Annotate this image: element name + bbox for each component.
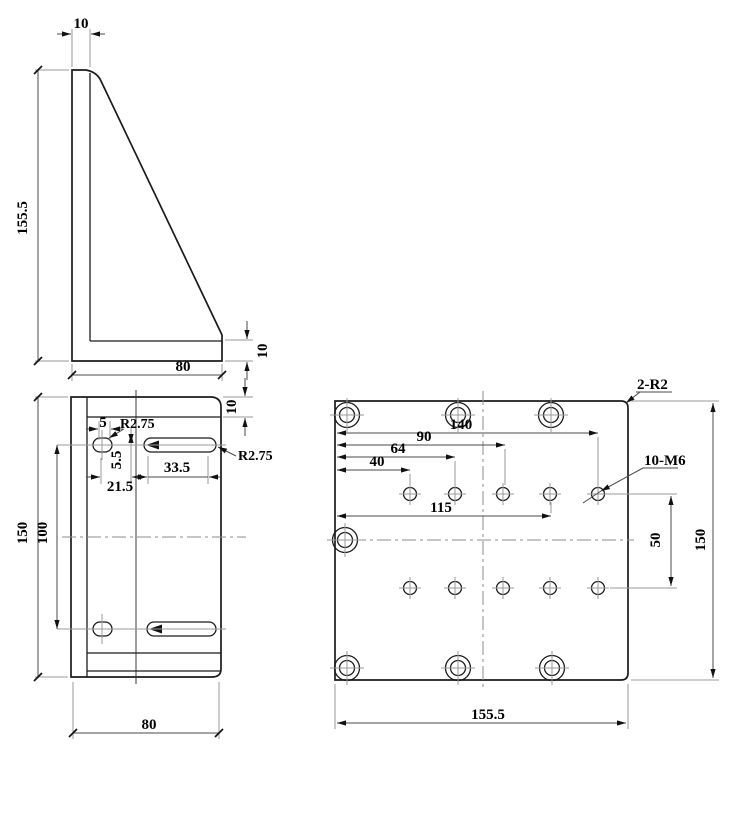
corner-radius-label: 2-R2 [637, 377, 668, 393]
dim-label: 140 [450, 417, 473, 433]
dim-label: 10 [74, 16, 89, 32]
radius-label: R2.75 [238, 449, 273, 464]
tapped-hole [444, 483, 466, 505]
tapped-holes-callout: 10-M6 [582, 453, 686, 504]
tapped-hole [539, 483, 561, 505]
dim-top-thickness: 10 [223, 378, 253, 436]
dim-height: 150 [15, 392, 68, 682]
side-view-outline [71, 69, 223, 362]
dim-label: 33.5 [164, 460, 190, 476]
dim-height: 150 [631, 400, 719, 681]
dim-width: 155.5 [334, 684, 629, 729]
dim-label: 10 [255, 344, 271, 359]
counterbore-hole [330, 398, 364, 432]
tapped-hole [587, 577, 609, 599]
tapped-hole [587, 483, 609, 505]
dim-label: 80 [176, 359, 191, 375]
counterbore-holes [328, 398, 569, 685]
dim-label: 100 [35, 522, 51, 545]
front-view: 150 100 5 R2.75 5.5 [15, 378, 273, 739]
dim-base-thickness: 10 [225, 321, 271, 380]
counterbore-hole [328, 523, 362, 557]
dim-height: 155.5 [15, 65, 69, 366]
dim-label: 21.5 [107, 479, 133, 495]
dim-label: 64 [391, 441, 407, 457]
counterbore-hole [441, 651, 475, 685]
dim-40: 40 [337, 454, 411, 485]
tapped-hole [492, 577, 514, 599]
dim-140: 140 [337, 417, 599, 485]
dim-label: 115 [430, 500, 452, 516]
dim-label: 155.5 [471, 707, 505, 723]
corner-radius-callout: 2-R2 [625, 377, 672, 404]
radius-label: R2.75 [120, 417, 155, 432]
side-view: 10 155.5 10 80 [15, 16, 271, 381]
tapped-holes [399, 483, 609, 599]
plan-view: 140 90 64 40 115 2-R2 [327, 377, 719, 729]
dim-slot-small-length: 5 [86, 415, 123, 440]
radius-callout-small-slot: R2.75 [108, 417, 155, 439]
dim-90: 90 [337, 429, 506, 485]
counterbore-hole [534, 398, 568, 432]
tapped-hole [492, 483, 514, 505]
dim-slot-row-spacing: 100 [35, 445, 60, 629]
dim-64: 64 [337, 441, 456, 485]
dim-base-width: 80 [67, 359, 227, 381]
plate-outline [334, 400, 629, 681]
dim-label: 50 [648, 533, 664, 548]
slots [57, 430, 226, 644]
dim-115: 115 [337, 500, 552, 519]
counterbore-hole [330, 651, 364, 685]
dim-50: 50 [606, 493, 677, 589]
dim-label: 5 [99, 415, 107, 431]
tapped-hole [444, 577, 466, 599]
dim-label: 90 [417, 429, 432, 445]
dim-label: 10 [224, 400, 240, 415]
dim-label: 150 [15, 522, 31, 545]
tapped-hole [539, 577, 561, 599]
counterbore-hole [441, 398, 475, 432]
dim-width: 80 [68, 682, 224, 739]
dim-label: 155.5 [15, 201, 31, 235]
front-view-outline [70, 396, 222, 678]
counterbore-hole [535, 651, 569, 685]
dim-label: 5.5 [109, 451, 125, 470]
dim-slot-vertical-offset: 5.5 [109, 428, 134, 484]
dim-slot-long-length: 33.5 [136, 456, 220, 484]
dim-label: 80 [142, 717, 157, 733]
dim-label: 40 [370, 454, 385, 470]
tapped-hole [399, 577, 421, 599]
tapped-holes-label: 10-M6 [644, 453, 686, 469]
radius-callout-long-slot: R2.75 [217, 446, 273, 464]
dim-wall-thickness: 10 [57, 16, 105, 67]
tapped-hole [399, 483, 421, 505]
dim-label: 150 [693, 529, 709, 552]
